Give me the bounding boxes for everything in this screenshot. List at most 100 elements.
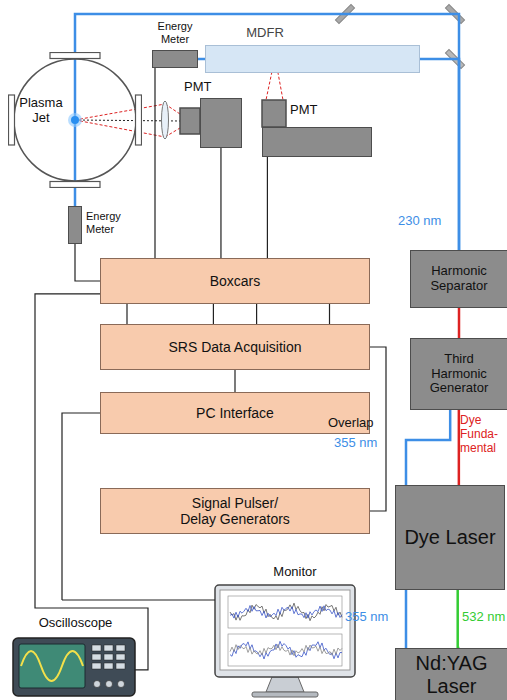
vacuum-chamber: Plasma Jet [8,52,142,188]
signal-wire [126,304,127,324]
node-label: Nd:YAG Laser [399,652,504,698]
fluorescence-ray [75,104,165,120]
sine-trace [21,651,83,681]
laser-box: Nd:YAG Laser [395,648,507,700]
monitor-icon [215,585,355,697]
beam-label: 355 nm [334,436,377,451]
knob [94,681,101,688]
optics-box: Harmonic Separator [410,250,507,308]
laser-beam [75,14,459,250]
node-label: Monitor [255,565,335,580]
pmt-detector: PMT [178,80,244,150]
key [92,654,101,660]
oscilloscope-housing [13,638,135,696]
node-label: PC Interface [192,405,278,421]
node-label: Boxcars [206,273,265,289]
node-label: Harmonic Separator [414,264,504,294]
laser-beam [405,590,408,648]
oscilloscope-screen [19,644,85,688]
pmt-detector-housing [200,98,242,148]
beam-label: 230 nm [398,214,441,229]
signal-wire [267,157,268,258]
knob [118,681,125,688]
flange [50,182,100,188]
monitor-stand [266,677,304,692]
monitor-frame [215,585,355,677]
node-label: Dye Laser [400,526,499,549]
monitor-base [252,692,318,697]
node-label: SRS Data Acquisition [164,339,305,355]
signal-wire [234,370,235,392]
electronics-box: Boxcars [100,258,370,304]
lens [162,101,169,139]
monitor-screen [220,590,350,670]
energy-meter: Energy Meter [145,20,205,68]
plasma-glow [68,113,82,127]
node-label: MDFR [235,26,295,41]
pmt-head [262,100,286,127]
laser-box: Dye Laser [395,485,505,590]
beam-label: Overlap [328,416,374,431]
laser-beam [458,308,461,338]
oscilloscope: Oscilloscope [8,616,143,698]
plot-trace [230,644,342,655]
key [116,654,125,660]
node-label: Third Harmonic Generator [414,352,504,397]
plot-trace [230,603,342,621]
plot-trace [230,606,342,619]
energy-meter-housing [152,50,198,68]
flange [136,95,142,145]
flange [9,95,15,145]
node-label: PMT [290,103,330,118]
laser-beam [198,58,205,61]
plot-panel [228,634,342,666]
monitor-housing [215,585,355,677]
signal-wire [75,244,100,281]
key [104,645,113,651]
optics-box: Third Harmonic Generator [410,338,507,410]
signal-wire [154,68,155,258]
energy-meter: Energy Meter [66,204,136,246]
key [116,663,125,669]
flange [50,53,100,59]
key [104,654,113,660]
chamber-wall [14,59,136,181]
oscilloscope-icon [13,638,135,696]
beam-label: 355 nm [345,610,388,625]
beam-label: 532 nm [462,610,505,625]
node-label: Plasma Jet [18,96,64,126]
energy-meter-housing [68,206,82,244]
signal-wire [256,304,257,324]
node-label: Oscilloscope [8,616,143,631]
electronics-box: SRS Data Acquisition [100,324,370,370]
laser-beam [74,188,77,206]
node-label: Energy Meter [145,20,205,45]
laser-beam [458,410,459,485]
beam-label: Dye Funda- mental [460,414,506,455]
plot-traces [230,603,342,659]
signal-wire [329,304,330,324]
mdfr-cell: MDFR [205,24,420,73]
node-label: PMT [184,80,224,95]
key [116,645,125,651]
node-label: Signal Pulser/ Delay Generators [171,495,299,527]
knob [106,681,113,688]
pmt-detector-housing [262,127,372,157]
key [92,663,101,669]
fluorescence-ray [75,120,165,137]
keypad [92,645,125,688]
plot-trace [230,641,342,659]
pmt-detector: PMT [258,86,376,158]
chamber-outline [8,52,142,188]
signal-wire [220,148,221,258]
oscilloscope-body [13,638,135,696]
key [104,663,113,669]
pmt-head [180,108,200,134]
electronics-box: Signal Pulser/ Delay Generators [100,488,370,534]
laser-beam [458,590,460,648]
mdfr-cell-housing [205,45,420,73]
signal-wire [213,304,214,324]
plot-panel [228,596,342,628]
key [92,645,101,651]
